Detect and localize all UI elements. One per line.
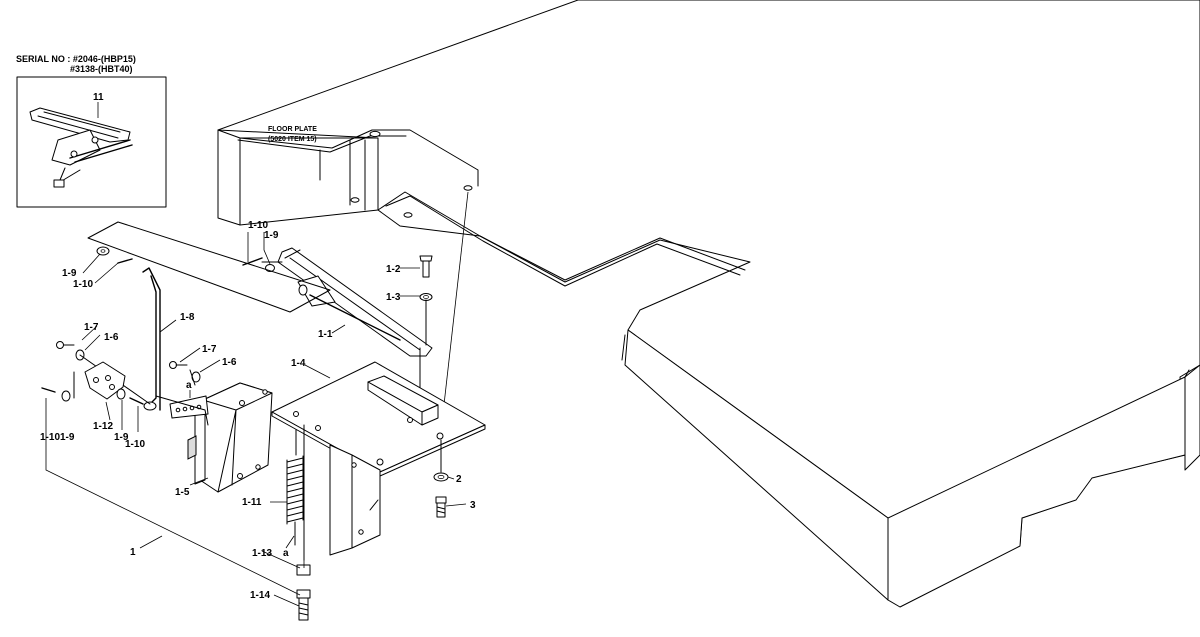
label-1-9-topleft: 1-9 (62, 268, 77, 279)
washer-bolt-right (433, 439, 449, 518)
label-1-9-mid: 1-9 (114, 432, 129, 443)
label-1-9-upper: 1-9 (264, 230, 279, 241)
label-1-11: 1-11 (242, 497, 262, 508)
screw-washer-right (169, 361, 201, 386)
pin-washer-top-left (96, 246, 133, 264)
label-a-top: a (186, 380, 192, 391)
nut-bolt-bottom (296, 424, 311, 621)
floor-plate-ref: (5020 ITEM 15) (268, 136, 317, 143)
serial-inset: SERIAL NO : #2046-(HBP15) #3138-(HBT40) … (16, 54, 167, 208)
label-11: 11 (93, 92, 104, 103)
label-1-10-upper: 1-10 (248, 220, 268, 231)
label-1-7-left: 1-7 (84, 322, 99, 333)
label-1-13: 1-13 (252, 548, 272, 559)
floor-plate-title: FLOOR PLATE (268, 126, 317, 133)
serial-number-1: SERIAL NO : #2046-(HBP15) (16, 54, 136, 64)
label-1-8: 1-8 (180, 312, 195, 323)
label-1-5: 1-5 (175, 487, 190, 498)
label-1-10-mid: 1-10 (125, 439, 145, 450)
label-1-3: 1-3 (386, 292, 401, 303)
label-1-14: 1-14 (250, 590, 270, 601)
label-1-2: 1-2 (386, 264, 401, 275)
label-1-6-left: 1-6 (104, 332, 119, 343)
label-1-4: 1-4 (291, 358, 306, 369)
label-1-9-left: 1-9 (60, 432, 75, 443)
serial-number-2: #3138-(HBT40) (70, 64, 133, 74)
label-1-12: 1-12 (93, 421, 113, 432)
label-1-7-right: 1-7 (202, 344, 217, 355)
label-a-bottom: a (283, 548, 289, 559)
label-1-6-right: 1-6 (222, 357, 237, 368)
bolt-1-2 (419, 255, 433, 346)
part-labels: 1-10 1-9 1-9 1-10 1-2 1-3 1-1 1-8 1-7 1-… (40, 220, 476, 601)
bracket-1-12 (41, 341, 151, 405)
label-3: 3 (470, 500, 476, 511)
label-2: 2 (456, 474, 462, 485)
label-1: 1 (130, 547, 136, 558)
pedal-arm (277, 247, 433, 426)
link-rod (87, 221, 331, 426)
sensor-box (169, 382, 273, 493)
pin-washer-upper (242, 257, 283, 272)
label-1-1: 1-1 (318, 329, 333, 340)
base-plate (271, 361, 486, 556)
leader-lines (81, 232, 467, 607)
floor-plate: FLOOR PLATE (5020 ITEM 15) (217, 0, 1200, 608)
label-1-10-left: 1-10 (40, 432, 60, 443)
label-1-10-topleft: 1-10 (73, 279, 93, 290)
spring (286, 429, 304, 546)
